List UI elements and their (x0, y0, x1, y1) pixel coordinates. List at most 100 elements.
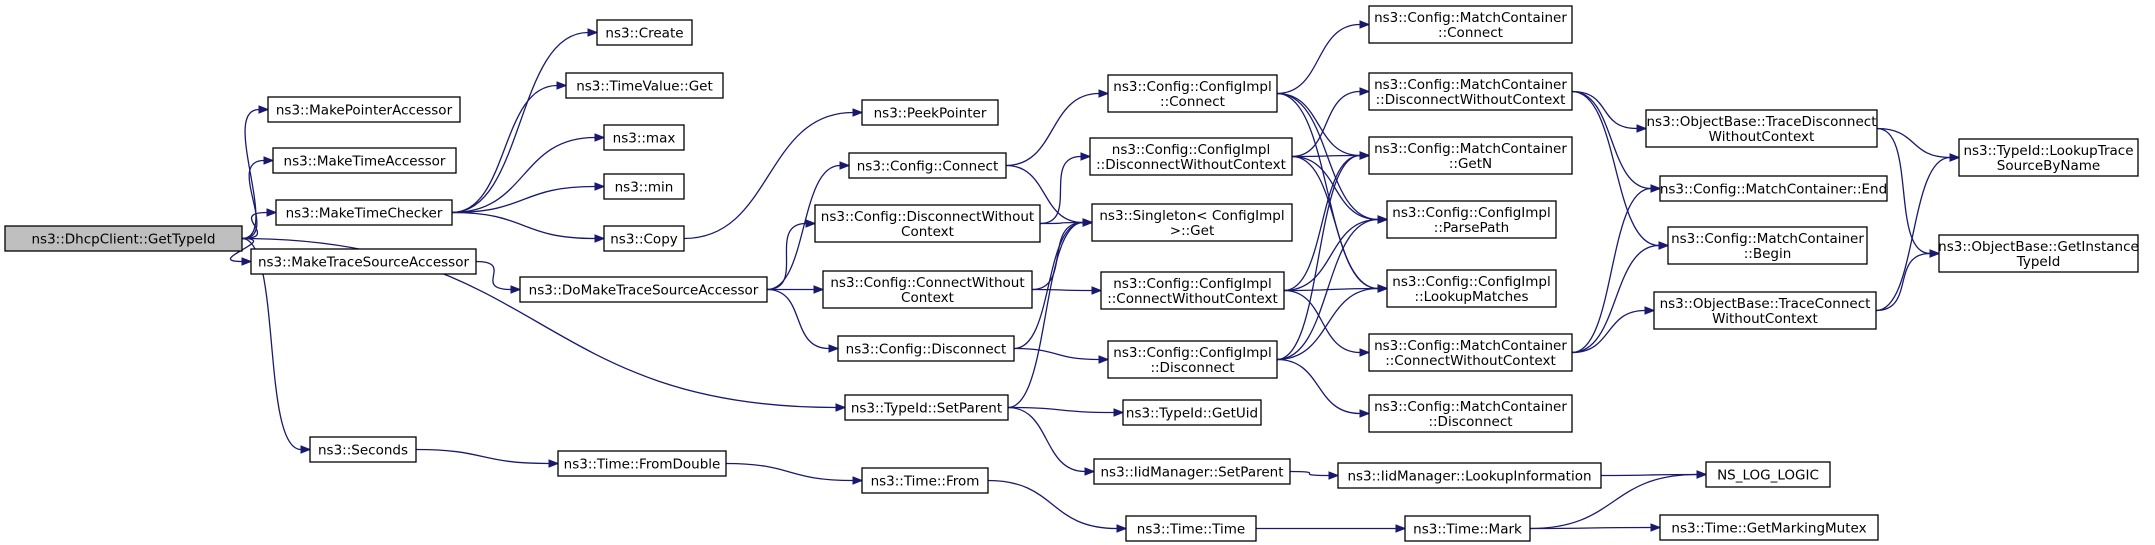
node-ns3-config-disconnect[interactable]: ns3::Config::Disconnect (837, 335, 1015, 362)
node-label: ::GetN (1449, 156, 1492, 172)
edge-tidsp-to-sget (1007, 218, 1094, 409)
edge-ccicwc-to-ccipp (1283, 215, 1389, 292)
node-box (1659, 514, 1879, 541)
edge-arrowhead (1359, 409, 1371, 418)
edge-line (451, 31, 589, 214)
node-ns3-dhcpclient-gettypeid[interactable]: ns3::DhcpClient::GetTypeId (4, 225, 243, 252)
node-ns-log-logic[interactable]: NS_LOG_LOGIC (1705, 461, 1831, 488)
edge-ccwc-to-ccicwc (1031, 286, 1103, 295)
edge-tidsp-to-iimsp (1007, 406, 1096, 476)
node-label: ns3::TimeValue::Get (576, 79, 713, 95)
node-ns3-config-configimpl-disconnectwithoutcontext[interactable]: ns3::Config::ConfigImpl::DisconnectWitho… (1089, 137, 1293, 176)
node-label: ns3::Time::GetMarkingMutex (1671, 521, 1866, 537)
edge-mccwc-to-obtcwc (1571, 306, 1656, 354)
node-ns3-config-matchcontainer-disconnectwithoutcontext[interactable]: ns3::Config::MatchContainer::DisconnectW… (1368, 72, 1573, 111)
node-ns3-config-configimpl-connect[interactable]: ns3::Config::ConfigImpl::Connect (1107, 74, 1278, 113)
node-ns3-typeid-getuid[interactable]: ns3::TypeId::GetUid (1122, 399, 1262, 426)
node-label: ns3::Config::ConfigImpl (1113, 79, 1271, 95)
node-label: ns3::Config::MatchContainer (1671, 231, 1864, 247)
node-ns3-maketracesourceaccessor[interactable]: ns3::MakeTraceSourceAccessor (250, 248, 477, 275)
node-box (1368, 394, 1573, 433)
node-ns3-objectbase-traceconnectwithoutcontext[interactable]: ns3::ObjectBase::TraceConnectWithoutCont… (1653, 291, 1877, 330)
edge-line (415, 448, 550, 465)
node-ns3-timevalue-get[interactable]: ns3::TimeValue::Get (565, 72, 724, 99)
edge-line (241, 108, 260, 240)
node-ns3-config-configimpl-disconnect[interactable]: ns3::Config::ConfigImpl::Disconnect (1107, 340, 1278, 379)
node-ns3-iidmanager-lookupinformation[interactable]: ns3::IidManager::LookupInformation (1337, 462, 1602, 489)
node-ns3-config-disconnectwithoutcontext[interactable]: ns3::Config::DisconnectWithoutContext (814, 204, 1041, 243)
node-box (272, 147, 457, 174)
node-ns3-config-matchcontainer-connectwithoutcontext[interactable]: ns3::Config::MatchContainer::ConnectWith… (1368, 333, 1573, 372)
node-box (1386, 269, 1557, 308)
edge-line (1876, 127, 1931, 255)
node-label: ns3::Config::MatchContainer (1374, 10, 1567, 26)
node-label: ns3::Create (605, 26, 683, 42)
node-ns3-makepointeraccessor[interactable]: ns3::MakePointerAccessor (267, 96, 461, 123)
node-ns3-config-matchcontainer-begin[interactable]: ns3::Config::MatchContainer::Begin (1667, 226, 1868, 265)
edge-arrowhead (300, 445, 312, 454)
node-ns3-copy[interactable]: ns3::Copy (603, 225, 685, 252)
node-ns3-config-matchcontainer-connect[interactable]: ns3::Config::MatchContainer::Connect (1368, 5, 1573, 44)
node-ns3-singleton-configimpl-get[interactable]: ns3::Singleton< ConfigImpl>::Get (1091, 203, 1293, 242)
node-ns3-maketimeaccessor[interactable]: ns3::MakeTimeAccessor (272, 147, 457, 174)
node-ns3-config-connect[interactable]: ns3::Config::Connect (848, 152, 1007, 179)
node-box (309, 436, 417, 463)
node-ns3-maketimechecker[interactable]: ns3::MakeTimeChecker (275, 199, 453, 226)
edge-line (1039, 221, 1084, 225)
edge-mccwc-to-mcbegin (1571, 241, 1670, 354)
node-ns3-objectbase-tracedisconnectwithoutcontext[interactable]: ns3::ObjectBase::TraceDisconnectWithoutC… (1645, 109, 1878, 148)
edge-ttime-to-tmark (1256, 524, 1407, 533)
node-ns3-config-configimpl-connectwithoutcontext[interactable]: ns3::Config::ConfigImpl::ConnectWithoutC… (1100, 271, 1285, 310)
node-label: ns3::PeekPointer (874, 106, 987, 122)
edge-ccicwc-to-mccwc (1283, 289, 1371, 357)
node-label: ns3::Time::Mark (1413, 522, 1522, 538)
node-ns3-config-configimpl-parsepath[interactable]: ns3::Config::ConfigImpl::ParsePath (1386, 200, 1557, 239)
edge-line (1283, 289, 1361, 354)
node-ns3-time-getmarkingmutex[interactable]: ns3::Time::GetMarkingMutex (1659, 514, 1879, 541)
node-box (4, 225, 243, 252)
edge-arrowhead (266, 208, 278, 217)
edge-tmark-to-nslog (1529, 470, 1708, 530)
edge-tfd-to-tfrom (725, 462, 864, 485)
node-ns3-peekpointer[interactable]: ns3::PeekPointer (861, 99, 999, 126)
node-ns3-create[interactable]: ns3::Create (596, 19, 693, 46)
node-label: Context (901, 224, 954, 240)
node-ns3-config-matchcontainer-disconnect[interactable]: ns3::Config::MatchContainer::Disconnect (1368, 394, 1573, 433)
node-ns3-max[interactable]: ns3::max (603, 124, 685, 151)
node-ns3-config-matchcontainer-end[interactable]: ns3::Config::MatchContainer::End (1659, 175, 1888, 202)
node-ns3-time-from[interactable]: ns3::Time::From (861, 467, 989, 494)
edge-line (1529, 526, 1652, 530)
edge-line (1039, 155, 1082, 225)
edge-arrowhead (1359, 20, 1371, 29)
node-label: ns3::Config::ConfigImpl (1113, 276, 1271, 292)
edge-obtcwc-to-tidlts (1875, 153, 1961, 312)
node-ns3-iidmanager-setparent[interactable]: ns3::IidManager::SetParent (1093, 458, 1291, 485)
node-ns3-min[interactable]: ns3::min (603, 173, 685, 200)
edge-mtc-to-max (451, 133, 606, 214)
node-ns3-time-time[interactable]: ns3::Time::Time (1125, 515, 1257, 542)
edge-line (1571, 90, 1660, 247)
node-label: ns3::ObjectBase::GetInstance (1938, 239, 2139, 255)
edge-line (451, 136, 596, 214)
node-ns3-domaketracesourceaccessor[interactable]: ns3::DoMakeTraceSourceAccessor (519, 276, 768, 303)
edge-arrowhead (1328, 471, 1340, 480)
node-ns3-config-configimpl-lookupmatches[interactable]: ns3::Config::ConfigImpl::LookupMatches (1386, 269, 1557, 308)
node-label: ns3::MakeTraceSourceAccessor (258, 255, 469, 271)
node-box (250, 248, 477, 275)
node-ns3-config-matchcontainer-getn[interactable]: ns3::Config::MatchContainer::GetN (1368, 136, 1573, 175)
edge-arrowhead (510, 285, 522, 294)
node-ns3-time-mark[interactable]: ns3::Time::Mark (1404, 515, 1531, 542)
edge-ccid-to-ccilm (1276, 284, 1389, 361)
node-box (603, 124, 685, 151)
node-ns3-typeid-setparent[interactable]: ns3::TypeId::SetParent (844, 394, 1009, 421)
node-label: ns3::ObjectBase::TraceDisconnect (1646, 114, 1876, 130)
node-ns3-time-fromdouble[interactable]: ns3::Time::FromDouble (557, 450, 727, 477)
node-ns3-seconds[interactable]: ns3::Seconds (309, 436, 417, 463)
node-label: ns3::TypeId::GetUid (1126, 406, 1258, 422)
edge-arrowhead (594, 182, 606, 191)
node-label: ::ConnectWithoutContext (1107, 291, 1278, 307)
node-ns3-config-connectwithoutcontext[interactable]: ns3::Config::ConnectWithoutContext (822, 270, 1033, 309)
